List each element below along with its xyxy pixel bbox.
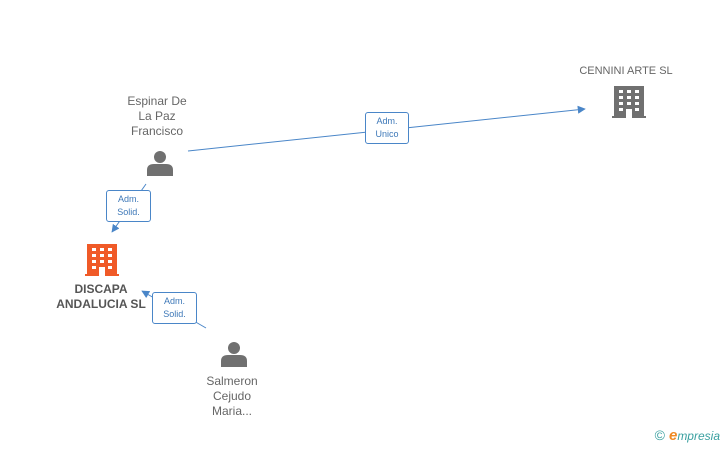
brand-logo-letter: e [668, 427, 678, 444]
person-icon[interactable] [147, 151, 173, 176]
person-icon[interactable] [221, 342, 247, 367]
node-label-discapa[interactable]: DISCAPA ANDALUCIA SL [56, 282, 146, 311]
node-label-espinar[interactable]: Espinar De La Paz Francisco [127, 94, 187, 138]
edge-badge-espinar-cennini[interactable]: Adm. Unico [365, 112, 409, 144]
building-icon[interactable] [612, 86, 646, 118]
edge-badge-salmeron-discapa[interactable]: Adm. Solid. [152, 292, 197, 324]
brand-name: mpresia [677, 429, 720, 443]
copyright-symbol: © [654, 427, 665, 443]
building-icon-highlighted[interactable] [85, 244, 119, 276]
edge-badge-espinar-discapa[interactable]: Adm. Solid. [106, 190, 151, 222]
node-label-salmeron[interactable]: Salmeron Cejudo Maria... [206, 374, 258, 418]
empresia-watermark: ©empresia [655, 427, 720, 444]
node-label-cennini[interactable]: CENNINI ARTE SL [579, 65, 673, 77]
